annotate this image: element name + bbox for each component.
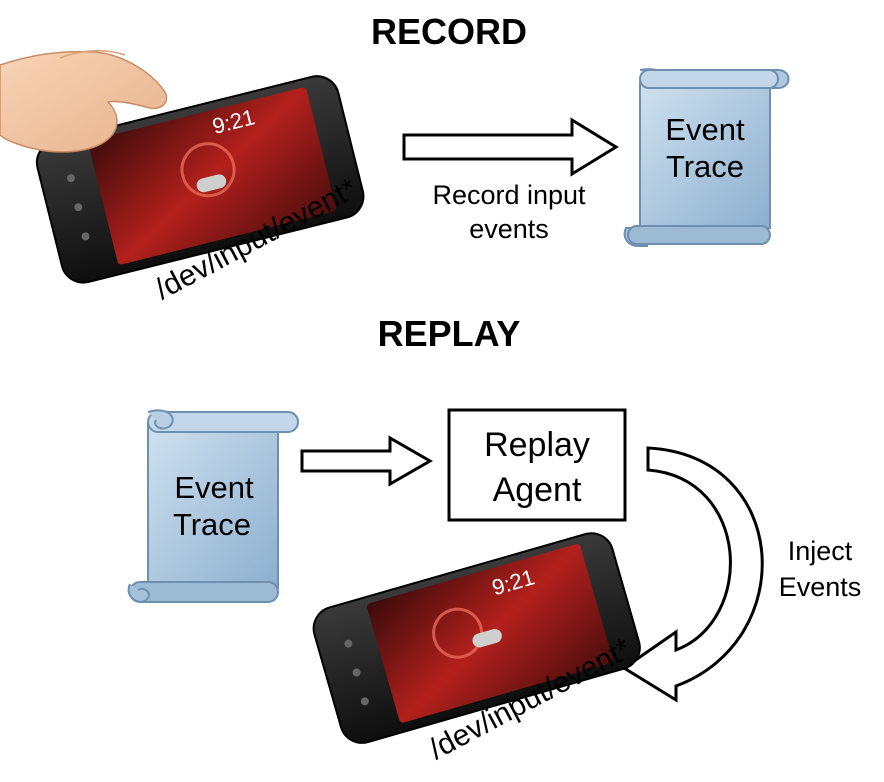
event-trace-scroll-record (623, 68, 790, 247)
record-trace-label-1: Event (665, 112, 745, 147)
replay-agent-box (447, 408, 627, 522)
event-trace-scroll-replay (127, 409, 299, 603)
hand-touch-icon (0, 49, 168, 153)
replay-trace-label-2: Trace (173, 507, 251, 542)
replay-agent-label-2: Agent (493, 471, 582, 509)
phone-record: 9:21 (35, 75, 365, 284)
record-trace-label-2: Trace (666, 149, 744, 184)
inject-events-arrow (621, 446, 764, 703)
phone-replay: 9:21 (312, 532, 641, 744)
replay-trace-label-1: Event (174, 470, 254, 505)
replay-agent-label-1: Replay (484, 426, 590, 464)
inject-label-2: Events (779, 572, 862, 602)
record-heading: RECORD (371, 11, 527, 52)
record-arrow-label-2: events (469, 214, 549, 244)
replay-heading: REPLAY (378, 313, 521, 354)
replay-input-arrow (300, 435, 434, 487)
inject-label-1: Inject (788, 536, 853, 566)
record-arrow (402, 117, 619, 177)
record-arrow-label-1: Record input (432, 180, 586, 210)
